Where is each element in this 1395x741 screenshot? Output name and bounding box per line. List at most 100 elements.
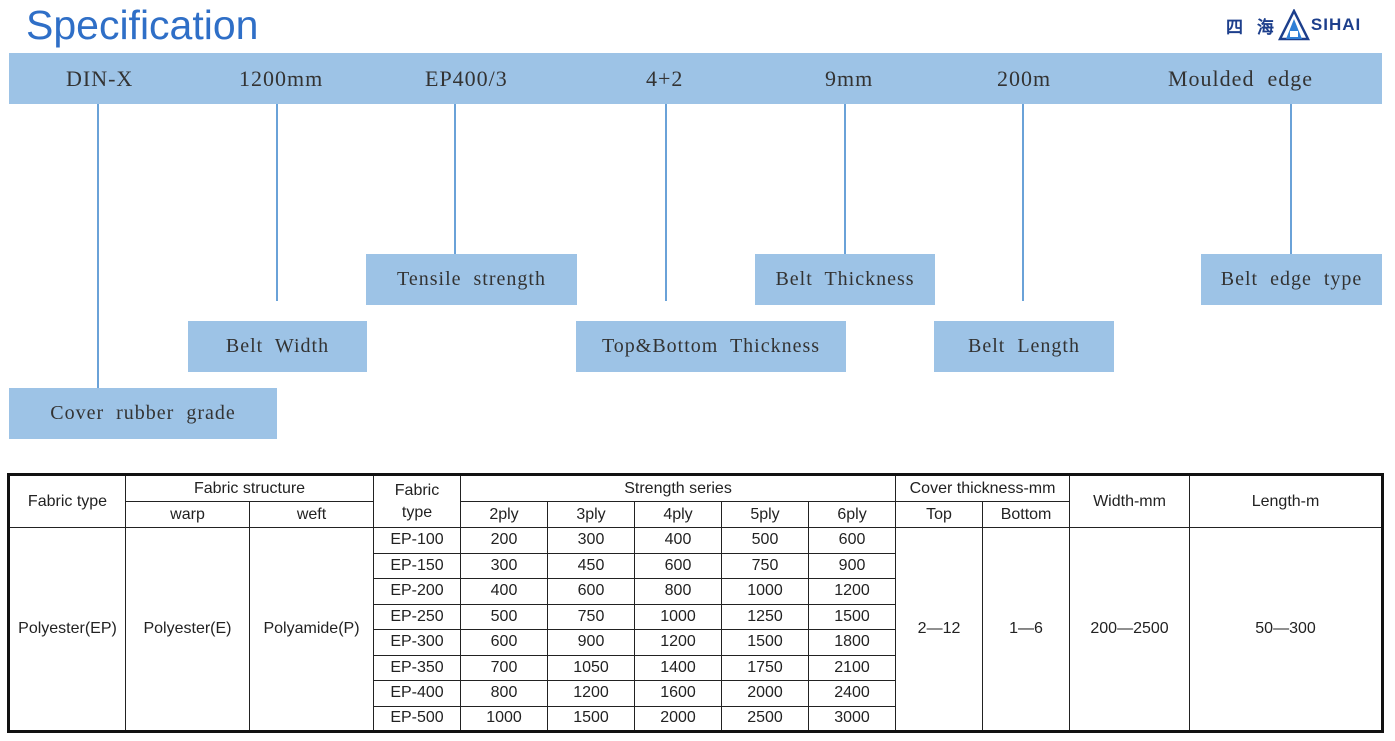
label-belt-width: Belt Width <box>188 321 367 372</box>
cell-ep-type: EP-350 <box>373 654 462 681</box>
label-belt-thickness: Belt Thickness <box>755 254 935 305</box>
cell-value: 1750 <box>721 654 810 681</box>
cell-ep-type: EP-250 <box>373 603 462 630</box>
header-cover-thickness: Cover thickness-mm <box>895 474 1071 502</box>
cell-value: 1200 <box>547 680 636 707</box>
header-bottom: Bottom <box>982 501 1071 528</box>
cell-value: 1800 <box>808 629 897 656</box>
cell-fabric-type: Polyester(EP) <box>8 527 126 732</box>
header-6ply: 6ply <box>808 501 897 528</box>
label-belt-edge-type: Belt edge type <box>1201 254 1382 305</box>
label-cover-rubber-grade: Cover rubber grade <box>9 388 277 439</box>
label-belt-length: Belt Length <box>934 321 1114 372</box>
cell-value: 400 <box>460 578 549 605</box>
cell-ep-type: EP-150 <box>373 552 462 579</box>
cell-ep-type: EP-300 <box>373 629 462 656</box>
cell-value: 600 <box>634 552 723 579</box>
connector-line-tensile <box>454 104 456 254</box>
cell-value: 1200 <box>808 578 897 605</box>
spec-belt-thickness: 9mm <box>825 66 874 91</box>
connector-line-edge <box>1290 104 1292 254</box>
header-fabric-type: Fabric type <box>8 474 126 528</box>
spec-belt-width: 1200mm <box>239 66 324 91</box>
specification-table: Fabric type Fabric structure Fabric type… <box>7 473 1385 733</box>
cell-width-range: 200—2500 <box>1069 527 1191 732</box>
sihai-logo: 四 海 SIHAI <box>1226 8 1361 42</box>
cell-value: 3000 <box>808 705 897 732</box>
cell-value: 1500 <box>547 705 636 732</box>
table-row: EP-350 700 1050 1400 1750 2100 <box>9 654 1383 681</box>
cell-warp: Polyester(E) <box>125 527 250 732</box>
cell-value: 1250 <box>721 603 810 630</box>
connector-line-top-bottom <box>665 104 667 301</box>
spec-cover-thickness: 4+2 <box>646 66 684 91</box>
cell-value: 1200 <box>634 629 723 656</box>
cell-top-thickness: 2—12 <box>895 527 984 732</box>
connector-line-length <box>1022 104 1024 301</box>
mountain-logo-icon <box>1277 9 1310 41</box>
cell-value: 600 <box>547 578 636 605</box>
cell-ep-type: EP-100 <box>373 527 462 554</box>
cell-value: 1000 <box>721 578 810 605</box>
table-row: EP-250 500 750 1000 1250 1500 <box>9 603 1383 630</box>
cell-value: 200 <box>460 527 549 554</box>
header-4ply: 4ply <box>634 501 723 528</box>
cell-value: 300 <box>547 527 636 554</box>
cell-value: 600 <box>460 629 549 656</box>
cell-value: 1500 <box>808 603 897 630</box>
cell-value: 600 <box>808 527 897 554</box>
spec-edge-type: Moulded edge <box>1168 66 1313 91</box>
cell-ep-type: EP-400 <box>373 680 462 707</box>
header-top: Top <box>895 501 984 528</box>
cell-value: 1400 <box>634 654 723 681</box>
header-length: Length-m <box>1189 474 1384 528</box>
cell-value: 1000 <box>634 603 723 630</box>
table-row: EP-150 300 450 600 750 900 <box>9 552 1383 579</box>
header-warp: warp <box>125 501 250 528</box>
cell-length-range: 50—300 <box>1189 527 1384 732</box>
table-row: Polyester(EP) Polyester(E) Polyamide(P) … <box>8 527 1384 732</box>
connector-line-thickness <box>844 104 846 254</box>
spec-code-bar <box>9 53 1382 104</box>
cell-value: 2000 <box>721 680 810 707</box>
table-row: EP-400 800 1200 1600 2000 2400 <box>9 680 1383 707</box>
header-width: Width-mm <box>1069 474 1191 528</box>
header-strength-series: Strength series <box>460 474 897 502</box>
cell-value: 1050 <box>547 654 636 681</box>
header-2ply: 2ply <box>460 501 549 528</box>
header-weft: weft <box>248 501 375 528</box>
cell-value: 500 <box>460 603 549 630</box>
label-top-bottom-thickness: Top&Bottom Thickness <box>576 321 846 372</box>
header-fabric-type-2: Fabric type <box>373 474 462 528</box>
cell-value: 750 <box>721 552 810 579</box>
cell-weft: Polyamide(P) <box>248 527 375 732</box>
spec-belt-length: 200m <box>997 66 1052 91</box>
cell-value: 900 <box>547 629 636 656</box>
header-5ply: 5ply <box>721 501 810 528</box>
cell-value: 500 <box>721 527 810 554</box>
cell-value: 1500 <box>721 629 810 656</box>
spec-tensile: EP400/3 <box>425 66 508 91</box>
label-tensile-strength: Tensile strength <box>366 254 577 305</box>
cell-ep-type: EP-500 <box>373 705 462 732</box>
cell-value: 2100 <box>808 654 897 681</box>
cell-value: 300 <box>460 552 549 579</box>
table-row: EP-200 400 600 800 1000 1200 <box>9 578 1383 605</box>
logo-english-text: SIHAI <box>1310 15 1362 34</box>
cell-value: 750 <box>547 603 636 630</box>
logo-chinese-text: 四 海 <box>1226 17 1278 38</box>
page-title: Specification <box>26 2 259 48</box>
cell-value: 400 <box>634 527 723 554</box>
cell-value: 2400 <box>808 680 897 707</box>
cell-value: 900 <box>808 552 897 579</box>
cell-value: 800 <box>634 578 723 605</box>
cell-value: 1000 <box>460 705 549 732</box>
header-fabric-structure: Fabric structure <box>124 474 375 502</box>
spec-cover-grade: DIN-X <box>66 66 134 91</box>
cell-value: 450 <box>547 552 636 579</box>
cell-value: 700 <box>460 654 549 681</box>
cell-bottom-thickness: 1—6 <box>982 527 1071 732</box>
table-row: EP-500 1000 1500 2000 2500 3000 <box>9 705 1383 732</box>
cell-value: 2500 <box>721 705 810 732</box>
cell-ep-type: EP-200 <box>373 578 462 605</box>
